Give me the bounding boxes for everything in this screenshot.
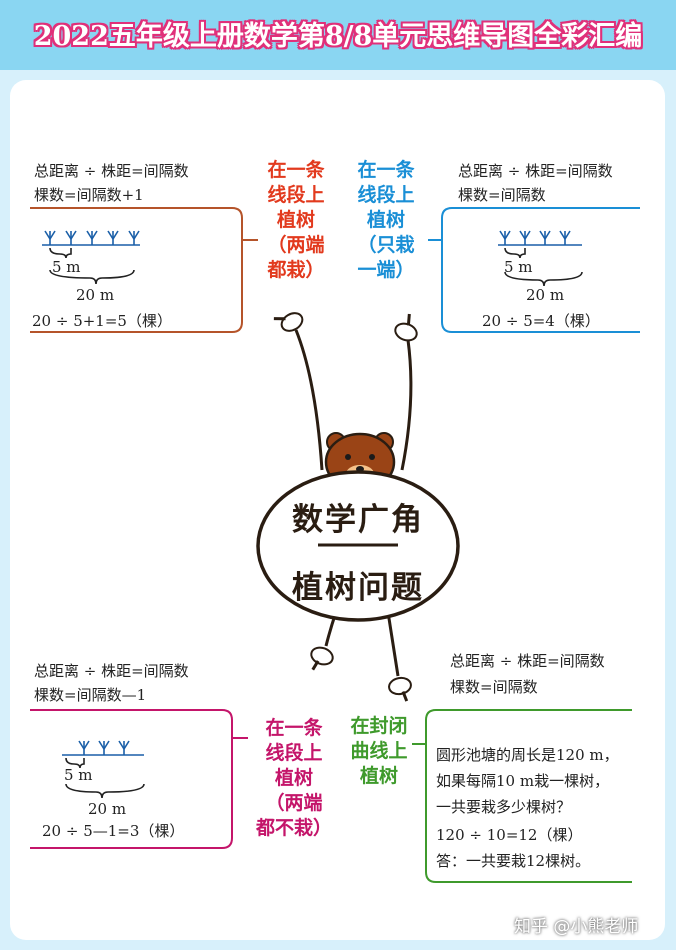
br-branch-title: 在封闭 曲线上 植树 [342,714,416,789]
br-formula2: 棵数=间隔数 [450,678,538,696]
bracket-top-left [30,207,243,333]
tr-formula1: 总距离 ÷ 株距=间隔数 [458,162,613,180]
arm-top-right [400,339,413,471]
tl-title-l4: （两端 [267,234,325,256]
tree-mark [519,230,531,245]
br-formula1: 总距离 ÷ 株距=间隔数 [450,652,605,670]
tl-formula1: 总距离 ÷ 株距=间隔数 [34,162,189,180]
tree-mark [86,230,98,245]
tree-mark [499,230,511,245]
tr-title-l1: 在一条 [357,159,415,181]
tree-mark [539,230,551,245]
bl-formula1: 总距离 ÷ 株距=间隔数 [34,662,189,680]
tr-title-l5: 一端） [357,259,415,281]
tr-title-l3: 植树 [366,209,405,231]
bl-title-l3: 植树 [274,767,313,789]
tree-mark [128,230,140,245]
bracket-top-right [441,207,640,333]
tree-mark [78,740,90,755]
arm-bottom-right [386,611,400,677]
tree-mark [118,740,130,755]
br-problem-l3: 一共要栽多少棵树？ [436,798,572,816]
tree-mark [107,230,119,245]
bl-seg-label: 5 m [64,766,93,784]
br-title-l3: 植树 [359,765,398,787]
br-problem-l5: 答：一共要栽12棵树。 [436,852,591,870]
tr-calc: 20 ÷ 5=4（棵） [482,312,600,330]
tl-total-label: 20 m [76,286,115,304]
tree-mark [98,740,110,755]
header-banner [0,0,676,70]
tl-title-l1: 在一条 [267,159,325,181]
tree-mark [44,230,56,245]
br-problem-l4: 120 ÷ 10=12（棵） [436,826,583,844]
tl-formula2: 棵数=间隔数+1 [34,186,144,204]
bl-branch-title: 在一条 线段上 植树 （两端 都不栽） [246,716,342,841]
br-title-l1: 在封闭 [350,715,408,737]
br-problem-l2: 如果每隔10 m栽一棵树， [436,772,610,790]
tree-diagram-top-right [498,230,583,287]
bracket-bottom-left [30,709,233,849]
tr-title-l2: 线段上 [357,184,415,206]
bl-total-label: 20 m [88,800,127,818]
glove-top-left-icon [273,312,304,332]
tree-diagram-top-left [42,230,140,285]
tl-seg-label: 5 m [52,258,81,276]
tr-total-label: 20 m [526,286,565,304]
glove-top-right-icon [394,313,418,342]
br-problem-l1: 圆形池塘的周长是120 m， [436,746,619,764]
tr-formula2: 棵数=间隔数 [458,186,546,204]
bl-title-l1: 在一条 [265,717,323,739]
tl-calc: 20 ÷ 5+1=5（棵） [32,312,172,330]
br-title-l2: 曲线上 [350,740,408,762]
center-title-line1: 数学广角 [292,502,424,538]
tr-seg-label: 5 m [504,258,533,276]
tr-title-l4: （只栽 [357,234,415,256]
tl-title-l5: 都栽） [267,259,325,281]
tl-branch-title: 在一条 线段上 植树 （两端 都栽） [256,158,336,283]
center-title-line2: 植树问题 [292,570,424,606]
bl-title-l5: 都不栽） [255,817,332,839]
tr-branch-title: 在一条 线段上 植树 （只栽 一端） [346,158,426,283]
tl-title-l2: 线段上 [267,184,325,206]
tree-mark [559,230,571,245]
arm-top-left [294,329,324,471]
watermark: 知乎 @小熊老师 [514,917,639,937]
bl-formula2: 棵数=间隔数—1 [34,686,147,704]
page-title: 2022五年级上册数学第8/8单元思维导图全彩汇编 [33,21,643,52]
tl-title-l3: 植树 [276,209,315,231]
bl-title-l4: （两端 [265,792,323,814]
tree-diagram-bottom-left [62,740,145,799]
glove-bottom-left-icon [310,646,334,671]
bl-calc: 20 ÷ 5—1=3（棵） [42,822,185,840]
bl-title-l2: 线段上 [265,742,323,764]
glove-bottom-right-icon [388,676,412,702]
tree-mark [65,230,77,245]
bracket-bottom-right [425,709,632,883]
